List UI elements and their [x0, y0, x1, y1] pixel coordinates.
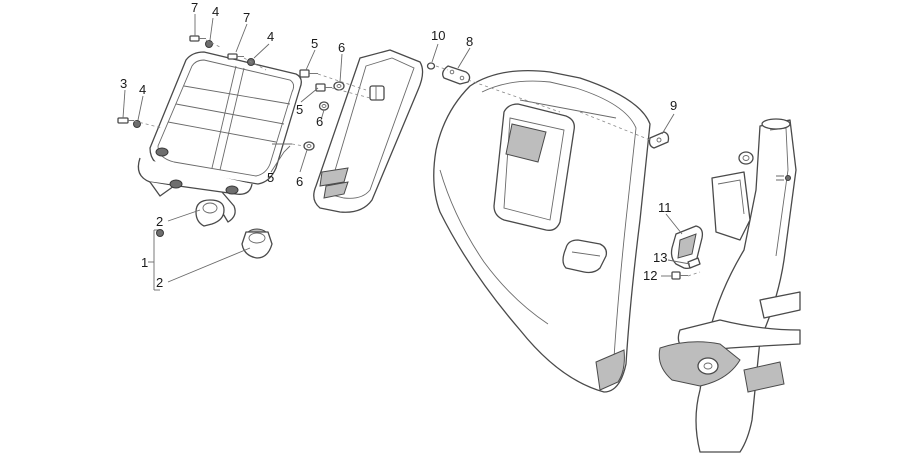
callout-4a: 4	[212, 4, 219, 19]
nut-top-left	[205, 40, 213, 48]
callout-6c: 6	[296, 174, 303, 189]
horn-cover	[313, 49, 424, 213]
assembly-dot	[156, 229, 164, 237]
small-nut-10	[426, 62, 436, 70]
callout-8: 8	[466, 34, 473, 49]
washer-mid	[318, 101, 330, 111]
bumper-pad-large	[241, 228, 273, 259]
frame-steering-column	[658, 118, 801, 453]
callout-6b: 6	[316, 114, 323, 129]
callout-5b: 5	[296, 102, 303, 117]
bolt-middle	[315, 83, 332, 92]
callout-2b: 2	[156, 275, 163, 290]
callout-10: 10	[431, 28, 445, 43]
callout-7a: 7	[191, 0, 198, 15]
washer-lower	[303, 141, 315, 151]
callout-6a: 6	[338, 40, 345, 55]
callout-3: 3	[120, 76, 127, 91]
nut-left	[133, 120, 141, 128]
callout-11: 11	[658, 200, 672, 215]
leg-shield	[433, 69, 651, 393]
callout-2a: 2	[156, 214, 163, 229]
bracket-8	[442, 65, 471, 85]
bolt-upper	[299, 69, 318, 78]
clip-9	[648, 131, 670, 149]
callout-9: 9	[670, 98, 677, 113]
leader-lines	[122, 14, 691, 291]
washer-right	[333, 81, 345, 91]
clip-13	[687, 257, 701, 269]
callout-13: 13	[653, 250, 667, 265]
callout-5a: 5	[311, 36, 318, 51]
callout-4c: 4	[139, 82, 146, 97]
screw-left	[117, 117, 134, 124]
screw-top-left	[189, 35, 206, 42]
screw-12	[671, 271, 688, 280]
callout-7b: 7	[243, 10, 250, 25]
luggage-rack	[137, 51, 302, 223]
callout-4b: 4	[267, 29, 274, 44]
callouts: 7 4 7 4 3 4 5 6 5 6 5 6 10 8 9 11 13 12 …	[120, 0, 677, 290]
assembly-lines	[133, 39, 701, 277]
callout-5c: 5	[267, 170, 274, 185]
callout-12: 12	[643, 268, 657, 283]
callout-1: 1	[141, 255, 148, 270]
screw-top-mid	[227, 53, 244, 60]
bracket-11	[670, 225, 704, 270]
bumper-pad-small	[195, 199, 225, 227]
